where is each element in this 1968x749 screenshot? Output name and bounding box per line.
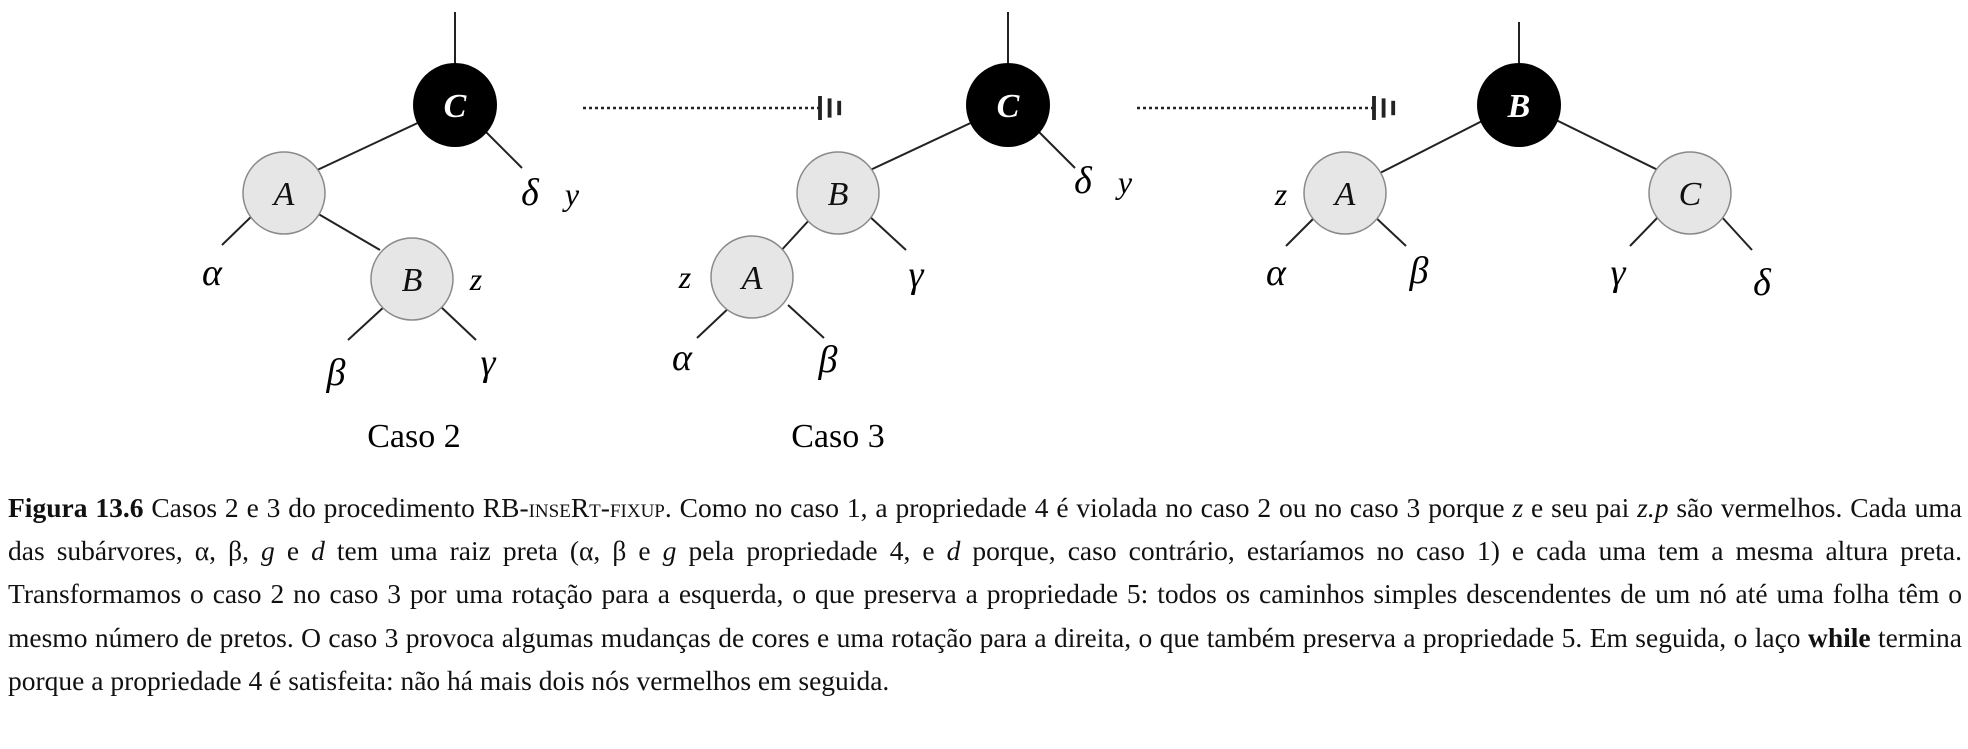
tree-node-black <box>413 63 497 147</box>
math-var: z.p <box>1637 492 1669 523</box>
math-var: g <box>662 535 677 567</box>
figure-number: Figura 13.6 <box>8 492 144 523</box>
subtree-label: γ <box>1611 252 1627 294</box>
subtree-label: β <box>326 352 346 394</box>
keyword-while: while <box>1807 621 1871 653</box>
subtree-label: α <box>1266 252 1287 294</box>
case-3-tree: C B A δ y γ z α β Caso 3 <box>672 12 1133 455</box>
caption-text: pela propriedade 4, e <box>676 535 947 567</box>
math-var: d <box>311 535 325 567</box>
edge <box>867 214 907 251</box>
result-tree: B A C z α β γ δ <box>1266 22 1772 304</box>
red-black-tree-figure: C A B δ y α z β γ Caso 2 C B A δ y γ z α… <box>202 12 1772 455</box>
edge <box>439 305 477 341</box>
edge <box>777 217 812 255</box>
pointer-label: z <box>678 259 692 295</box>
case-2-tree: C A B δ y α z β γ Caso 2 <box>202 12 580 455</box>
subtree-label: α <box>672 337 693 379</box>
subtree-label: δ <box>1753 262 1772 304</box>
subtree-label: β <box>818 339 838 381</box>
math-var: d <box>946 535 961 567</box>
node-key: B <box>828 176 849 213</box>
edge <box>312 119 425 173</box>
case-label: Caso 2 <box>367 418 461 455</box>
edge <box>1719 214 1753 251</box>
node-key: B <box>402 262 423 299</box>
edge <box>787 304 825 339</box>
tree-node-black <box>1477 63 1561 147</box>
edge <box>1377 117 1489 175</box>
caption-text: Casos 2 e 3 do procedimento RB- <box>143 492 529 523</box>
math-var: g <box>261 535 275 567</box>
node-key: B <box>1507 88 1531 125</box>
edge <box>1285 214 1318 247</box>
subtree-label: γ <box>481 342 497 384</box>
caption-text: . Como no caso 1, a propriedade 4 é viol… <box>664 492 1513 523</box>
math-var: z <box>1512 492 1524 523</box>
procedure-name: fixup <box>609 492 665 523</box>
tree-node-black <box>966 63 1050 147</box>
caption-text: - <box>600 492 610 523</box>
node-key: C <box>1679 176 1702 213</box>
pointer-label: z <box>1274 176 1288 212</box>
subtree-label: α <box>202 252 223 294</box>
edge <box>1551 117 1667 175</box>
tree-node-gray <box>1648 151 1732 235</box>
caption-text: porque, caso contrário, estaríamos no ca… <box>8 535 1962 653</box>
edge <box>1372 214 1407 247</box>
caption-text: e <box>274 535 312 567</box>
pointer-label: z <box>469 261 483 297</box>
node-key: A <box>740 260 763 297</box>
caption-text: e seu pai <box>1523 492 1638 523</box>
caption-text: termina porque a propriedade 4 é satisfe… <box>8 621 1962 696</box>
tree-node-gray <box>370 237 454 321</box>
subtree-label: δ <box>521 172 540 214</box>
tree-node-gray <box>242 151 326 235</box>
subtree-label: δ <box>1074 160 1093 202</box>
edge <box>696 304 733 339</box>
procedure-name: inseRt <box>528 492 601 523</box>
pointer-label: y <box>562 176 580 212</box>
node-key: C <box>997 88 1020 125</box>
edge <box>483 129 523 169</box>
node-key: A <box>1333 176 1356 213</box>
subtree-label: γ <box>909 254 925 296</box>
edge <box>347 305 386 341</box>
case-label: Caso 3 <box>791 418 885 455</box>
node-key: C <box>444 88 467 125</box>
subtree-label: β <box>1409 250 1429 292</box>
node-key: A <box>272 176 295 213</box>
caption-text: tem uma raiz preta (α, β e <box>324 535 663 567</box>
tree-node-gray <box>796 151 880 235</box>
edge <box>1036 129 1076 169</box>
edge <box>314 211 381 251</box>
tree-node-gray <box>710 235 794 319</box>
figure-caption: Figura 13.6 Casos 2 e 3 do procedimento … <box>8 486 1962 702</box>
edge <box>1629 214 1661 247</box>
edge <box>865 119 978 173</box>
pointer-label: y <box>1115 164 1133 200</box>
tree-node-gray <box>1303 151 1387 235</box>
caption-text: são vermelhos. Cada uma das subárvores, … <box>8 492 1962 567</box>
